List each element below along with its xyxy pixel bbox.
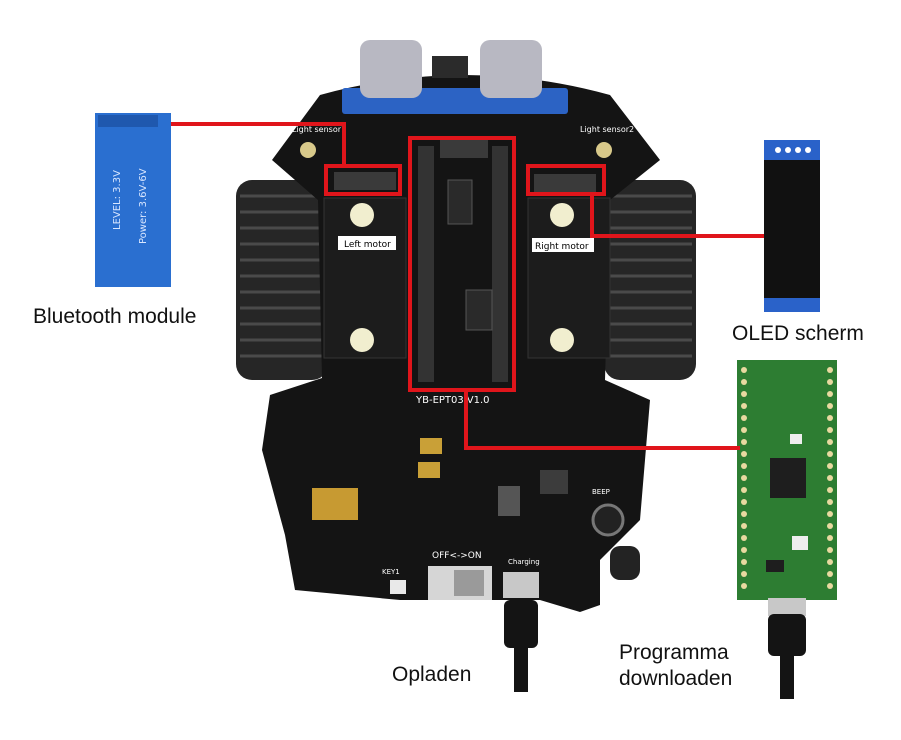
callout-line-oled [590, 194, 764, 238]
ic-chip [498, 486, 520, 516]
silk-model: YB-EPT03-V1.0 [415, 395, 490, 406]
download-label-line2: downloaden [619, 667, 733, 690]
callout-lines [171, 122, 764, 450]
top-header [440, 140, 488, 158]
key-button [390, 580, 406, 594]
right-wheel [604, 180, 696, 380]
download-label-line1: Programma [619, 641, 729, 664]
callout-box-pico [408, 136, 516, 392]
charging-port [503, 572, 539, 598]
bluetooth-module: LEVEL: 3.3V Power: 3.6V-6V [95, 113, 171, 287]
download-cable [768, 598, 806, 699]
ir-receiver [610, 546, 640, 580]
capacitor [418, 462, 440, 478]
light-sensor2 [596, 142, 612, 158]
ultrasonic-sensor [342, 40, 568, 114]
power-switch-knob [454, 570, 484, 596]
bluetooth-text-1: LEVEL: 3.3V [112, 170, 123, 230]
silk-light-sensor2: Light sensor2 [580, 125, 634, 134]
oled-screen [764, 140, 820, 312]
buzzer [591, 503, 625, 537]
left-wheel [236, 180, 328, 380]
pico-board [737, 360, 837, 600]
silk-beep: BEEP [592, 488, 610, 496]
io-header [312, 488, 358, 520]
silk-key: KEY1 [382, 568, 400, 576]
charging-cable [504, 600, 538, 692]
light-sensor1 [300, 142, 316, 158]
silk-right-motor: Right motor [535, 242, 589, 252]
silk-left-motor: Left motor [344, 240, 391, 250]
oled-screen-label: OLED scherm [732, 322, 864, 345]
ic-chip [540, 470, 568, 494]
pico-socket [418, 146, 508, 382]
silk-power-switch: OFF<->ON [432, 551, 482, 561]
capacitor [420, 438, 442, 454]
callout-line-pico [464, 390, 740, 450]
bluetooth-header [334, 172, 396, 190]
charge-label: Opladen [392, 663, 472, 686]
bluetooth-text-2: Power: 3.6V-6V [138, 168, 149, 244]
left-motor-plate: Left motor [323, 197, 407, 359]
oled-header [534, 174, 596, 192]
silk-light-sensor1: Light sensor1 [292, 125, 346, 134]
bluetooth-module-label: Bluetooth module [33, 305, 197, 328]
callout-line-bluetooth [171, 122, 346, 166]
right-motor-plate: Right motor [527, 197, 611, 359]
callout-box-bluetooth [324, 164, 402, 196]
callout-box-oled [526, 164, 606, 196]
silk-charging: Charging [508, 558, 540, 566]
